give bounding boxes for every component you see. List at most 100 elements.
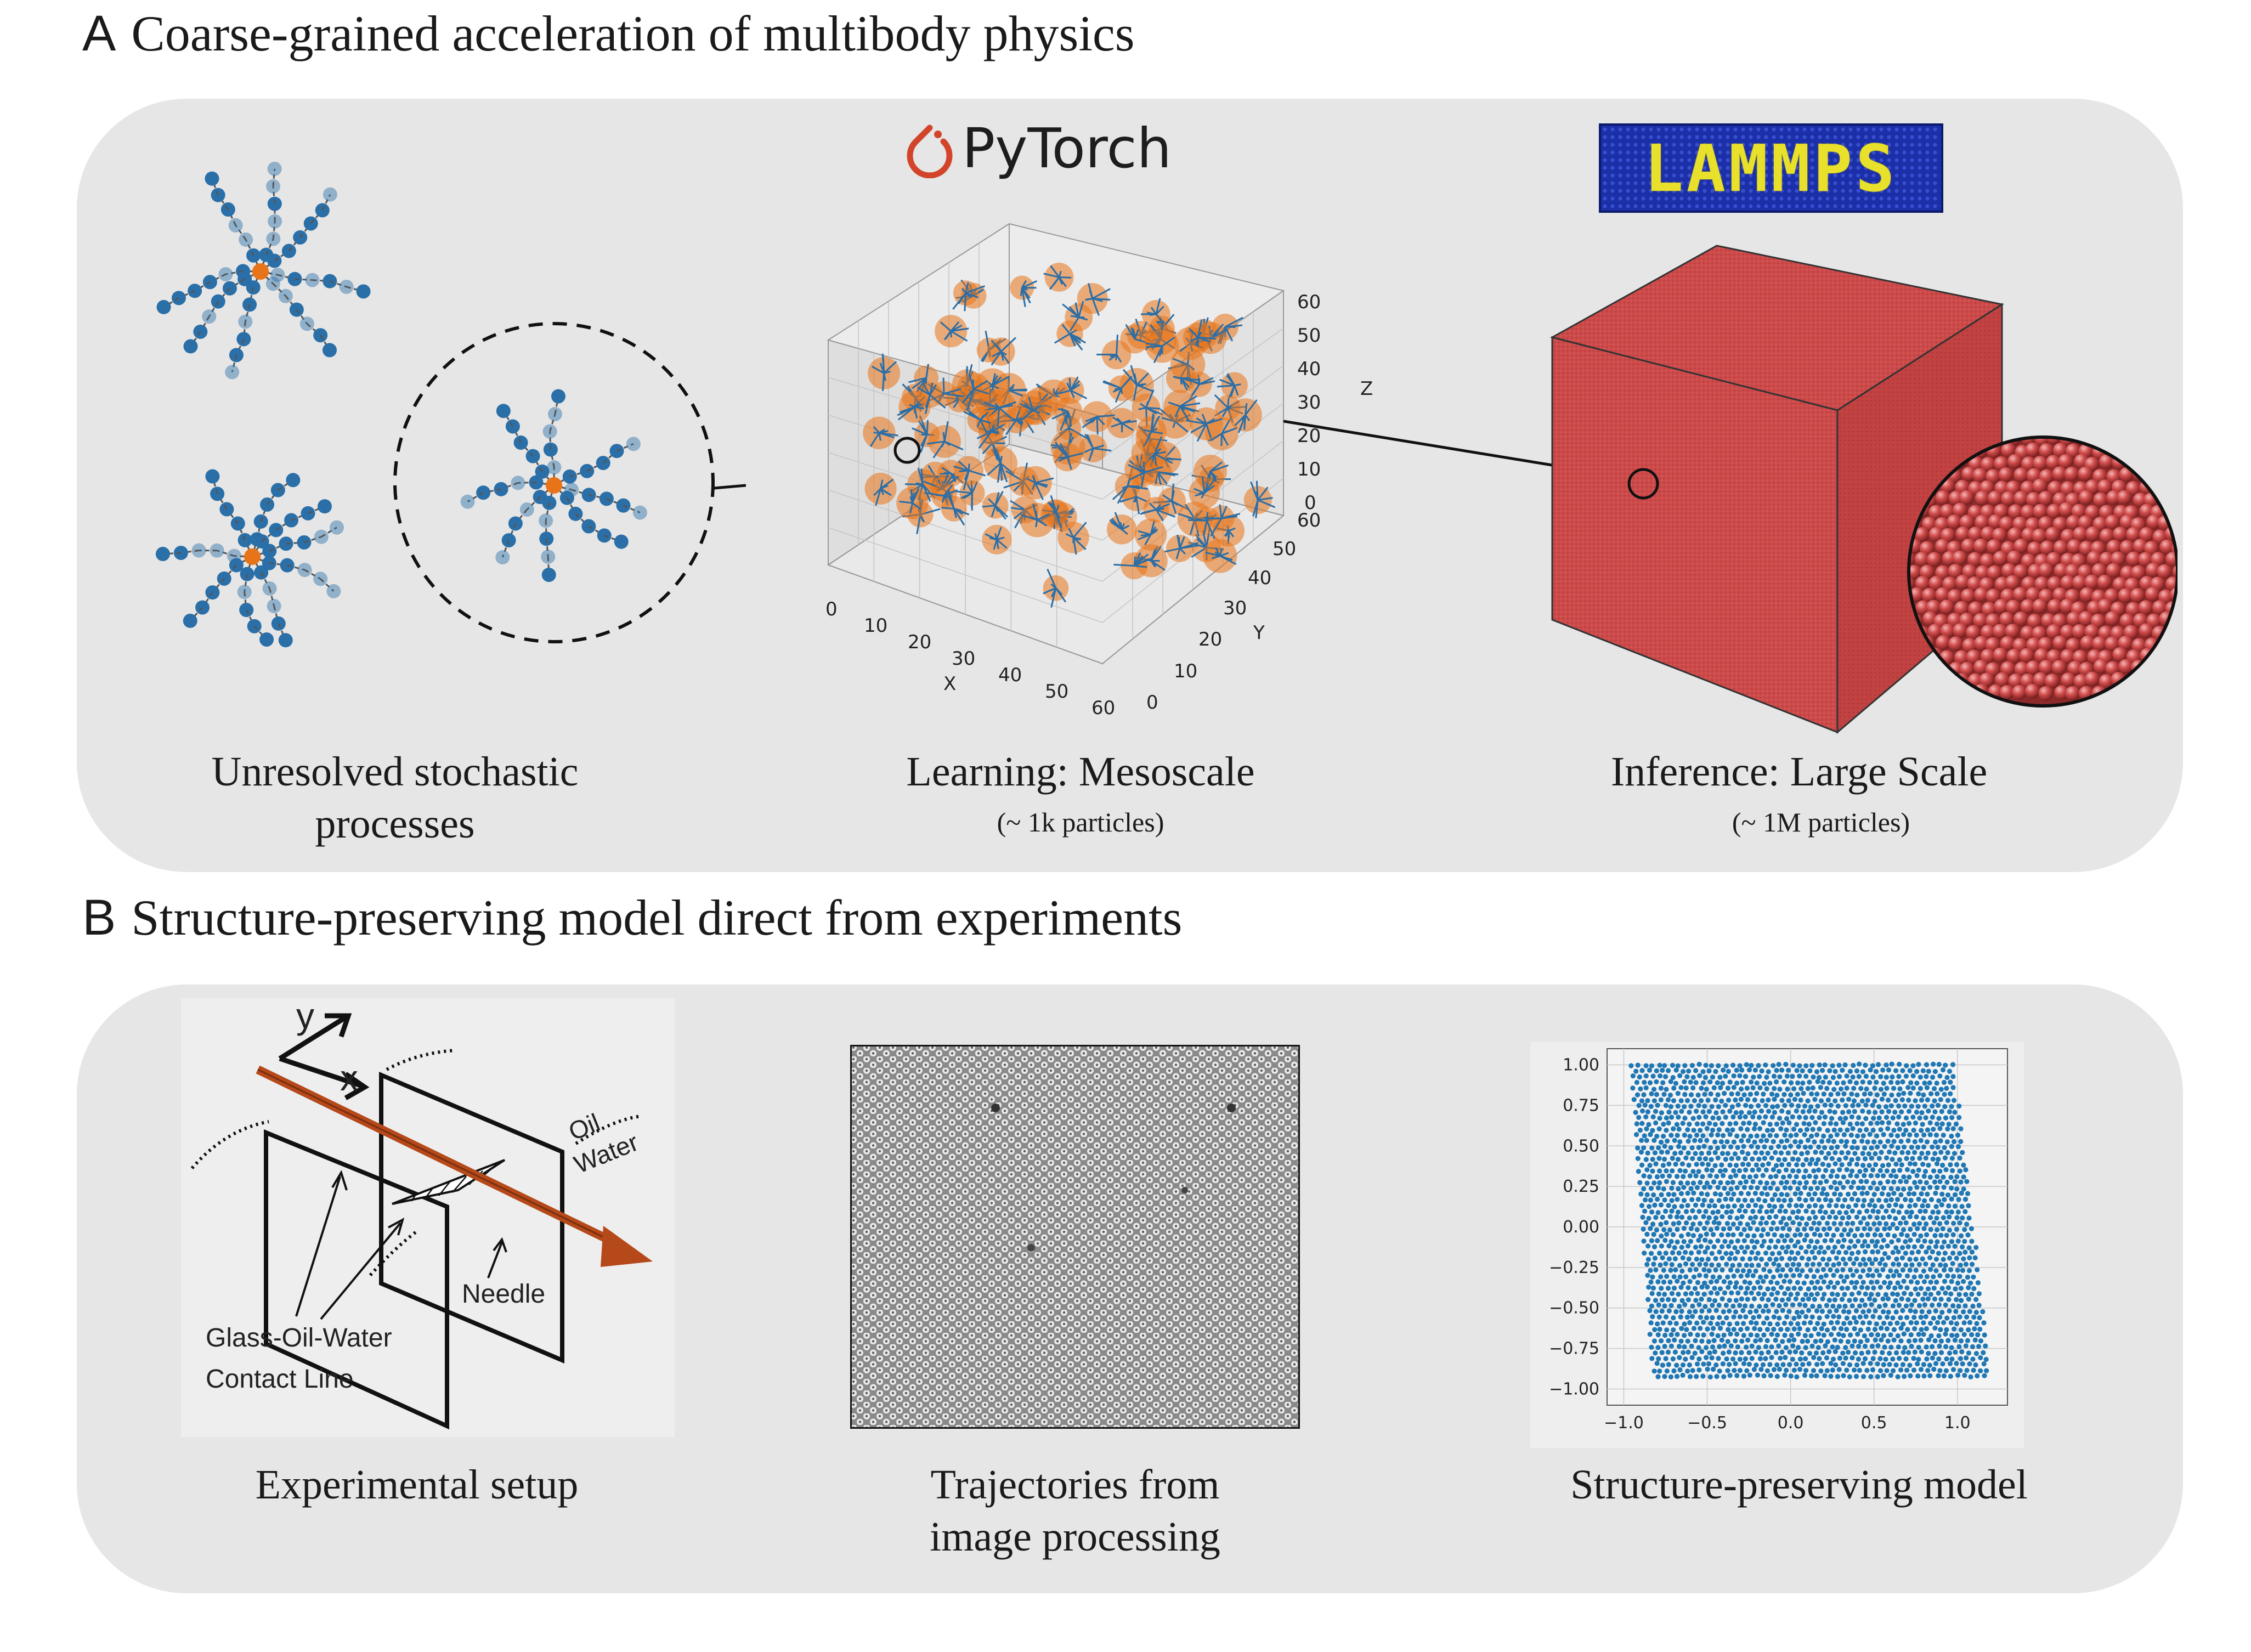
scatter-point [1751, 1285, 1757, 1291]
scatter-point [1841, 1132, 1847, 1138]
scatter-point [1852, 1285, 1858, 1291]
scatter-point [1817, 1062, 1822, 1068]
scatter-point [1670, 1180, 1676, 1185]
scatter-point [1662, 1197, 1667, 1203]
scatter-point [1662, 1344, 1667, 1349]
scatter-point [1757, 1085, 1763, 1090]
scatter-point [1899, 1231, 1904, 1237]
scatter-point [1943, 1331, 1948, 1337]
scatter-point [1709, 1355, 1715, 1361]
scatter-point [1762, 1198, 1768, 1204]
scatter-point [1862, 1091, 1868, 1097]
scatter-point [1960, 1150, 1965, 1155]
scatter-point [1836, 1239, 1841, 1244]
scatter-point [1835, 1104, 1841, 1109]
scatter-point [1779, 1108, 1785, 1114]
scatter-point [1757, 1274, 1763, 1280]
pytorch-flame-icon [907, 125, 953, 178]
scatter-point [1710, 1115, 1716, 1121]
scatter-point [1749, 1144, 1754, 1149]
scatter-point [1726, 1068, 1731, 1074]
bead [315, 203, 330, 218]
scatter-point [1831, 1262, 1836, 1268]
scatter-point [1758, 1367, 1764, 1372]
scatter-point [1733, 1298, 1739, 1303]
scatter-point [1768, 1373, 1773, 1378]
scatter-point [1780, 1120, 1785, 1126]
scatter-point [1874, 1215, 1880, 1220]
scatter-point [1655, 1185, 1661, 1191]
scatter-point [1933, 1308, 1938, 1314]
scatter-point [1893, 1215, 1898, 1221]
scatter-point [1826, 1080, 1833, 1085]
scatter-point [1953, 1121, 1959, 1127]
scatter-point [1944, 1232, 1949, 1238]
scatter-point [1847, 1267, 1853, 1273]
scatter-point [1649, 1145, 1655, 1151]
scatter-point [1778, 1355, 1783, 1361]
scatter-point [1900, 1308, 1905, 1314]
scatter-point [1687, 1309, 1692, 1315]
scatter-point [1803, 1115, 1808, 1121]
scatter-point [1782, 1145, 1788, 1150]
scatter-point [1915, 1292, 1921, 1297]
scatter-point [1712, 1150, 1718, 1156]
scatter-point [1795, 1251, 1801, 1256]
scatter-point [1660, 1163, 1666, 1168]
scatter-point [1652, 1138, 1657, 1143]
scatter-point [1854, 1068, 1860, 1074]
scatter-point [1828, 1361, 1834, 1366]
scatter-point [1638, 1086, 1643, 1091]
scatter-point [1716, 1220, 1722, 1226]
scatter-point [1775, 1290, 1780, 1295]
scatter-point [1715, 1209, 1721, 1215]
scatter-point [1865, 1139, 1870, 1145]
scatter-point [1905, 1085, 1911, 1090]
scatter-point [1664, 1220, 1669, 1225]
scatter-point [1959, 1244, 1965, 1250]
bead [323, 274, 337, 288]
scatter-point [1856, 1344, 1862, 1349]
scatter-point [1951, 1097, 1957, 1103]
scatter-point [1852, 1233, 1858, 1238]
scatter-point [1841, 1237, 1847, 1243]
scatter-point [1903, 1239, 1908, 1244]
scatter-point [1746, 1067, 1752, 1073]
scatter-point [1924, 1274, 1930, 1280]
scatter-point [1841, 1309, 1847, 1314]
scatter-point [1795, 1091, 1800, 1097]
x-axis-ticks: 0 10 20 30 40 50 60 X [825, 598, 1115, 719]
scatter-point [1933, 1204, 1939, 1209]
scatter-point [1808, 1292, 1814, 1297]
scatter-point [1817, 1356, 1822, 1361]
scatter-point [1669, 1198, 1675, 1203]
scatter-point [1641, 1092, 1647, 1097]
scatter-point [1733, 1121, 1739, 1126]
scatter-point [1760, 1296, 1765, 1302]
scatter-point [1738, 1285, 1744, 1291]
scatter-point [1692, 1098, 1698, 1104]
scatter-point [1933, 1133, 1939, 1138]
scatter-point [1843, 1261, 1848, 1267]
scatter-point [1934, 1121, 1940, 1127]
scatter-point [1670, 1075, 1676, 1080]
scatter-point [1704, 1167, 1710, 1173]
scatter-point [1750, 1114, 1756, 1120]
scatter-point [1710, 1315, 1715, 1321]
scatter-point [1704, 1126, 1710, 1131]
scatter-point [1794, 1174, 1799, 1179]
scatter-point [1810, 1127, 1815, 1132]
scatter-point [1734, 1373, 1740, 1378]
scatter-point [1939, 1191, 1945, 1197]
scatter-point [1796, 1168, 1802, 1174]
scatter-point [1683, 1209, 1689, 1214]
scatter-point [1857, 1367, 1862, 1373]
scatter-point [1840, 1257, 1846, 1262]
scatter-point [1895, 1280, 1901, 1286]
scatter-point [1664, 1087, 1669, 1092]
scatter-point [1922, 1238, 1927, 1244]
scatter-point [1752, 1191, 1758, 1196]
scatter-point [1894, 1197, 1901, 1202]
scatter-point [1898, 1338, 1904, 1344]
